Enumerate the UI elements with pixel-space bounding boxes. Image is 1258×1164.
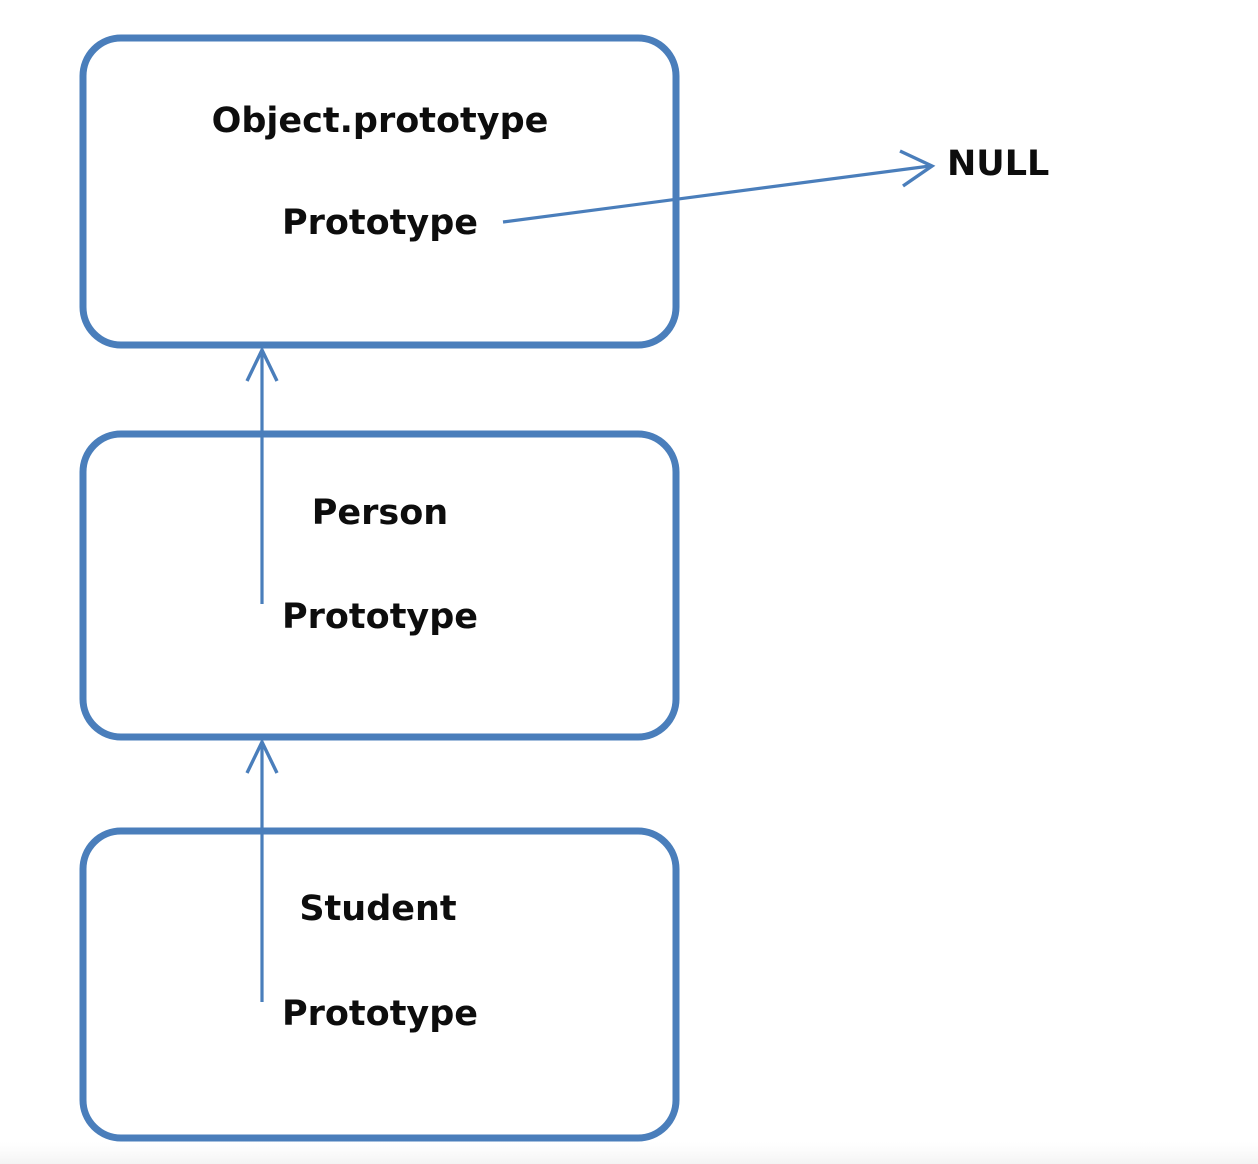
arrow-person-to-object-prototype <box>245 346 279 604</box>
node-title-person: Person <box>311 493 449 533</box>
node-subtitle-person: Prototype <box>281 597 479 637</box>
page-bottom-edge <box>0 1142 1258 1164</box>
node-box-object-prototype[interactable] <box>79 34 680 349</box>
node-subtitle-object-prototype: Prototype <box>281 203 479 243</box>
node-box-person[interactable] <box>79 430 680 741</box>
node-title-student: Student <box>299 889 457 929</box>
arrow-student-to-person <box>245 738 279 1002</box>
arrow-object-prototype-to-null <box>502 149 936 224</box>
node-box-student[interactable] <box>79 827 680 1142</box>
null-terminal-label: NULL <box>947 144 1050 184</box>
node-subtitle-student: Prototype <box>281 994 479 1034</box>
node-title-object-prototype: Object.prototype <box>211 101 549 141</box>
